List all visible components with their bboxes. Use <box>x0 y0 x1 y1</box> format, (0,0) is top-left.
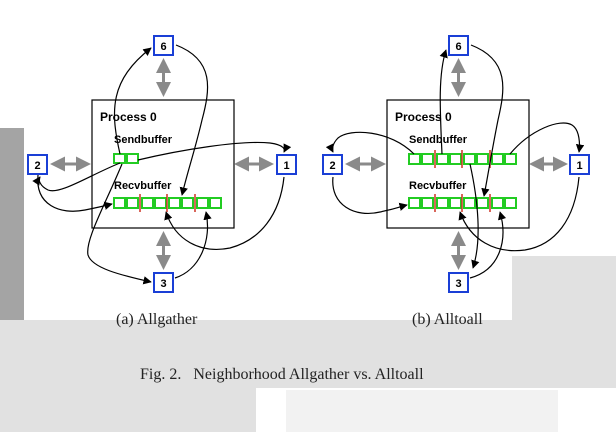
neighbor-node-1: 1 <box>276 154 297 175</box>
recvbuffer <box>113 194 222 212</box>
subcaption-alltoall: (b) Alltoall <box>412 311 483 328</box>
right-light-block <box>512 256 616 320</box>
neighbor-node-6: 6 <box>153 35 174 56</box>
send-arrow-to-3 <box>469 163 480 269</box>
process-label: Process 0 <box>395 110 452 124</box>
recvbuffer-cell <box>154 197 167 209</box>
send-arrow-to-1 <box>137 141 292 161</box>
communication-arrows <box>325 44 585 279</box>
node-label: 2 <box>34 160 40 172</box>
sendbuffer-cell <box>463 153 476 165</box>
neighbor-node-2: 2 <box>322 154 343 175</box>
neighbor-node-3: 3 <box>448 272 469 293</box>
sendbuffer-cell <box>408 153 421 165</box>
recvbuffer <box>408 194 517 212</box>
recv-arrow-from-3 <box>469 211 507 279</box>
recvbuffer-cell <box>449 197 462 209</box>
neighbor-node-6: 6 <box>448 35 469 56</box>
recv-arrow-from-6 <box>470 44 504 197</box>
recvbuffer-cell <box>491 197 504 209</box>
recv-arrow-from-3 <box>174 211 212 279</box>
sendbuffer-label: Sendbuffer <box>114 134 173 146</box>
recvbuffer-cell <box>436 197 449 209</box>
recvbuffer-cell <box>113 197 126 209</box>
recvbuffer-cell <box>181 197 194 209</box>
recv-arrow-from-2 <box>37 174 113 212</box>
recvbuffer-cell <box>408 197 421 209</box>
recvbuffer-cell <box>168 197 181 209</box>
figure-caption: Fig. 2. Neighborhood Allgather vs. Allto… <box>140 366 424 383</box>
send-arrow-to-2 <box>32 162 121 192</box>
send-arrow-to-6 <box>439 49 448 155</box>
sendbuffer-cell <box>449 153 462 165</box>
recvbuffer-cell <box>141 197 154 209</box>
recv-arrow-from-1 <box>164 176 285 250</box>
node-label: 3 <box>160 278 166 290</box>
neighbor-node-2: 2 <box>27 154 48 175</box>
send-arrow-to-1 <box>509 122 585 155</box>
recvbuffer-label: Recvbuffer <box>114 180 172 192</box>
panel-alltoall: Process 0 Sendbuffer Recvbuffer <box>322 35 590 293</box>
node-label: 3 <box>455 278 461 290</box>
sendbuffer-cell <box>126 153 139 164</box>
bottom-inner-block <box>286 390 558 432</box>
recvbuffer-cell <box>463 197 476 209</box>
sendbuffer-cell <box>436 153 449 165</box>
neighbor-node-1: 1 <box>569 154 590 175</box>
recv-arrow-from-1 <box>458 176 580 252</box>
node-label: 1 <box>283 160 289 172</box>
recvbuffer-cell <box>421 197 434 209</box>
sendbuffer-label: Sendbuffer <box>409 134 468 146</box>
recvbuffer-cell <box>504 197 517 209</box>
node-label: 6 <box>455 41 461 53</box>
recvbuffer-cell <box>209 197 222 209</box>
panel-allgather: Process 0 Sendbuffer Recvbuffer <box>27 35 297 293</box>
send-arrow-to-6 <box>113 47 152 155</box>
node-label: 6 <box>160 41 166 53</box>
neighbor-node-3: 3 <box>153 272 174 293</box>
send-arrow-to-3 <box>87 163 152 285</box>
side-gray-block <box>0 128 24 320</box>
recvbuffer-label: Recvbuffer <box>409 180 467 192</box>
recvbuffer-cell <box>126 197 139 209</box>
recvbuffer-cell <box>196 197 209 209</box>
subcaption-allgather: (a) Allgather <box>116 311 198 328</box>
sendbuffer-cell <box>421 153 434 165</box>
send-arrow-to-2 <box>325 131 415 155</box>
sendbuffer-cell <box>476 153 489 165</box>
node-label: 1 <box>576 160 582 172</box>
communication-arrows <box>32 44 292 285</box>
recv-arrow-from-6 <box>175 44 209 196</box>
sendbuffer-cell <box>491 153 504 165</box>
process-label: Process 0 <box>100 110 157 124</box>
node-label: 2 <box>329 160 335 172</box>
recv-arrow-from-2 <box>332 176 408 214</box>
